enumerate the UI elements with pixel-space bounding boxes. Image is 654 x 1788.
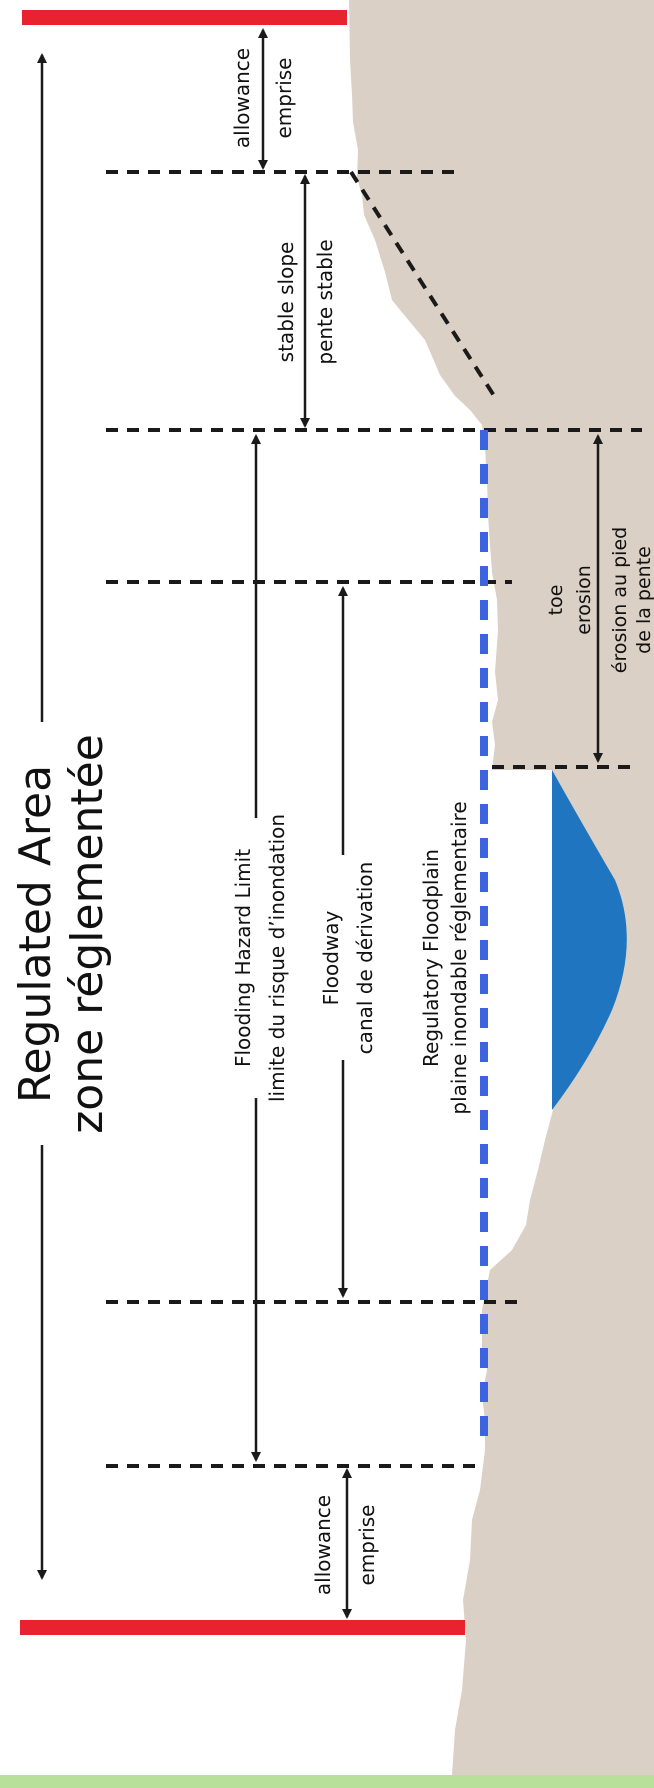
toe-erosion-label-4: de la pente (633, 546, 654, 654)
floodway-label-fr: canal de dérivation (353, 862, 377, 1055)
regulatory-floodplain-label-fr: plaine inondable réglementaire (447, 801, 471, 1114)
allowance-top-label-fr: emprise (272, 58, 296, 139)
regulatory-floodplain-label-en: Regulatory Floodplain (419, 849, 443, 1067)
stable-slope-label-en: stable slope (274, 242, 298, 363)
flooding-hazard-label-fr: limite du risque d’inondation (265, 814, 289, 1102)
regulated-boundary-top (22, 10, 347, 25)
toe-erosion-label-2: erosion (573, 565, 595, 635)
ground-profile (349, 0, 654, 1775)
allowance-bottom-label-fr: emprise (355, 1505, 379, 1586)
regulated-boundary-bottom (20, 1620, 465, 1635)
toe-erosion-label-3: érosion au pied (609, 527, 631, 673)
regulated-area-title-en: Regulated Area (10, 765, 61, 1103)
flooding-hazard-label-en: Flooding Hazard Limit (231, 849, 255, 1067)
river-water (552, 770, 627, 1110)
allowance-top-label-en: allowance (230, 48, 254, 148)
regulated-area-title-fr: zone réglementée (62, 734, 113, 1134)
bottom-band (0, 1775, 654, 1788)
allowance-bottom-label-en: allowance (311, 1495, 335, 1595)
guide-line-slope-top (349, 170, 500, 404)
floodway-label-en: Floodway (319, 911, 343, 1006)
toe-erosion-label-1: toe (545, 585, 567, 616)
stable-slope-label-fr: pente stable (313, 239, 337, 364)
